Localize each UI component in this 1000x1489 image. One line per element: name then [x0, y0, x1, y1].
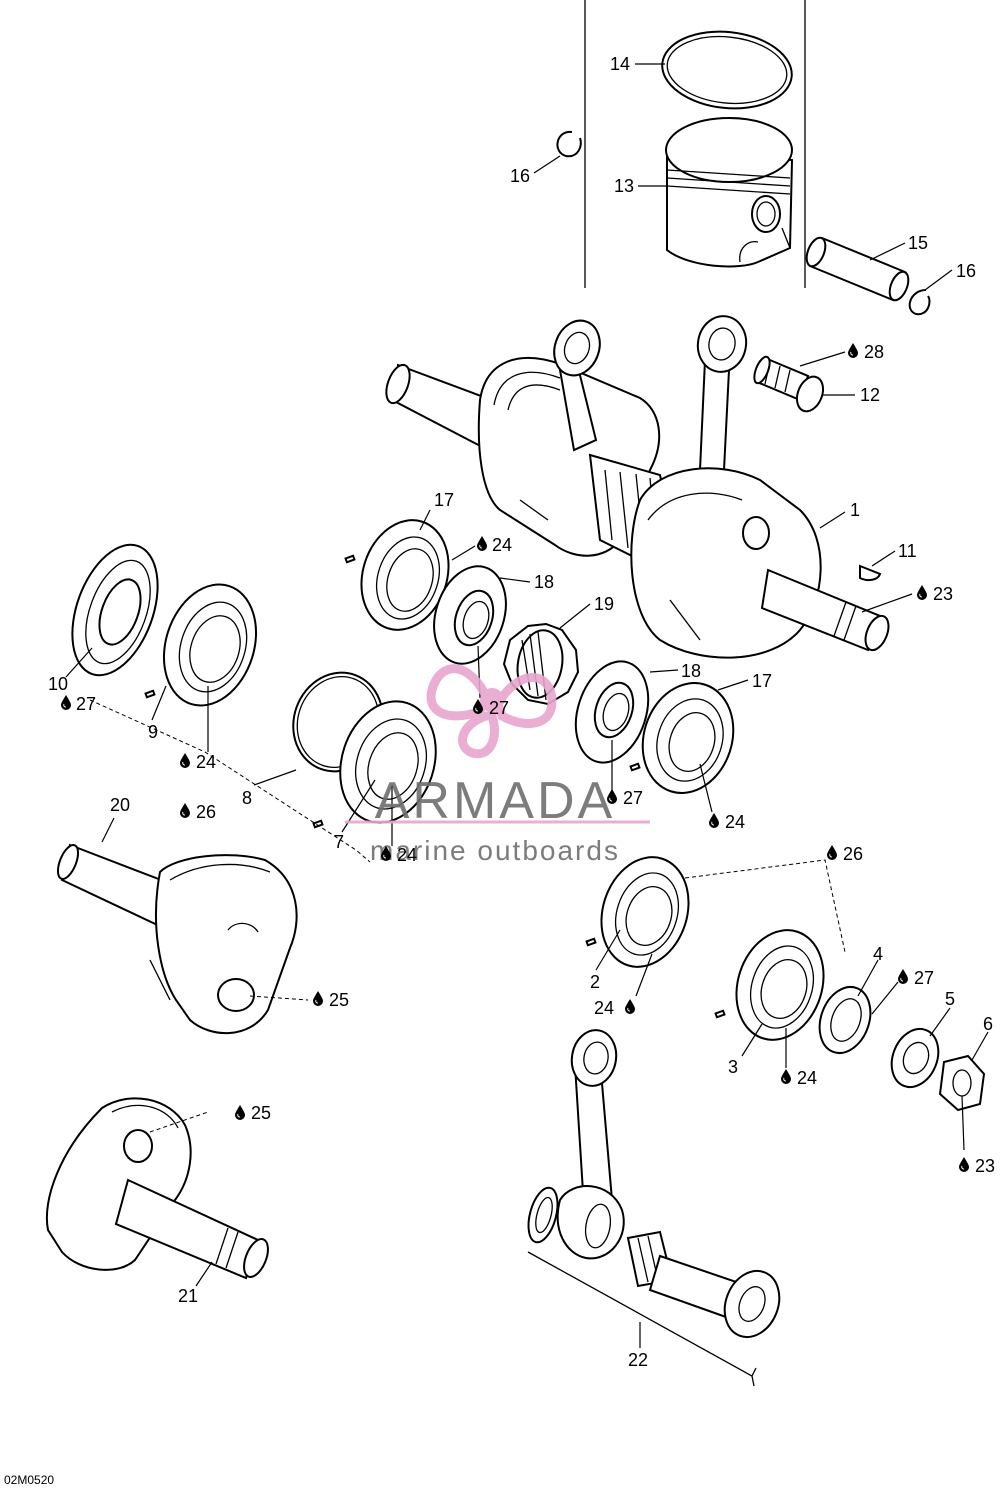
callout-1: 1 — [850, 500, 860, 520]
oil-drop-icon — [847, 342, 859, 359]
callout-6: 6 — [983, 1014, 993, 1034]
crankshaft-assembly — [385, 315, 890, 659]
piston — [665, 117, 794, 268]
propeller-logo-icon — [426, 664, 557, 759]
ball-bearing-lower — [629, 682, 735, 794]
watermark-tagline: marine outboards — [370, 835, 620, 866]
callout-25-a: 25 — [329, 990, 349, 1010]
callout-22: 22 — [628, 1350, 648, 1370]
ball-bearing-upper — [344, 519, 450, 631]
bevel-gear — [502, 622, 580, 706]
crankshaft-mag-half — [45, 1097, 269, 1280]
lock-washer — [890, 1027, 940, 1089]
callout-24-d: 24 — [725, 812, 745, 832]
connecting-rod-kit — [527, 1029, 781, 1387]
crankshaft-pto-half — [56, 843, 298, 1035]
callout-9: 9 — [148, 722, 158, 742]
callout-20: 20 — [110, 795, 130, 815]
figure-code: 02M0520 — [4, 1473, 54, 1487]
callout-5: 5 — [945, 989, 955, 1009]
oil-seal-left — [71, 543, 159, 677]
oil-drop-icon — [234, 1104, 246, 1121]
callout-3: 3 — [728, 1057, 738, 1077]
ball-bearing-left — [144, 583, 258, 707]
ball-bearing-3 — [714, 929, 825, 1041]
callout-28: 28 — [864, 342, 884, 362]
callout-24-a: 24 — [492, 535, 512, 555]
hex-nut — [938, 1054, 986, 1112]
oil-drop-icon — [958, 1156, 970, 1173]
oil-drop-icon — [312, 990, 324, 1007]
callout-23-top: 23 — [933, 584, 953, 604]
callout-16-right: 16 — [956, 261, 976, 281]
callout-15: 15 — [908, 233, 928, 253]
piston-pin — [805, 236, 910, 302]
callout-labels: 14 16 13 15 16 28 12 1 11 23 17 24 18 19… — [48, 54, 995, 1370]
woodruff-key — [859, 564, 882, 582]
callout-10: 10 — [48, 674, 68, 694]
oil-drop-icon — [179, 752, 191, 769]
callout-25-b: 25 — [251, 1103, 271, 1123]
callout-11: 11 — [898, 541, 917, 561]
oil-drop-icon — [179, 802, 191, 819]
oil-drop-icon — [708, 812, 720, 829]
callout-18-upper: 18 — [534, 572, 554, 592]
oil-drop-icon — [60, 694, 72, 711]
callout-4: 4 — [873, 944, 883, 964]
leader-lines — [65, 63, 989, 1348]
callout-27-a: 27 — [76, 694, 96, 714]
callout-8: 8 — [242, 788, 252, 808]
callout-7: 7 — [334, 832, 344, 852]
callout-23-bottom: 23 — [975, 1156, 995, 1176]
piston-ring — [661, 30, 793, 110]
oil-seal-upper — [433, 565, 507, 665]
callout-24-f: 24 — [797, 1068, 817, 1088]
callout-17-lower: 17 — [752, 671, 772, 691]
circlip-right — [908, 289, 931, 316]
callout-18-lower: 18 — [681, 661, 701, 681]
armada-watermark: ARMADA marine outboards — [345, 664, 650, 866]
watermark-brand: ARMADA — [375, 772, 615, 830]
callout-27-c: 27 — [623, 788, 643, 808]
oil-drop-icon — [476, 535, 488, 552]
callout-26-a: 26 — [196, 802, 216, 822]
oil-seal-4 — [818, 986, 872, 1054]
oil-drop-icon — [826, 844, 838, 861]
callout-24-b: 24 — [196, 752, 216, 772]
circlip-left — [556, 130, 582, 158]
callout-27-d: 27 — [914, 968, 934, 988]
oil-drop-icon — [780, 1068, 792, 1085]
callout-19: 19 — [594, 594, 614, 614]
callout-26-b: 26 — [843, 844, 863, 864]
callout-27-b: 27 — [489, 698, 509, 718]
callout-21: 21 — [178, 1286, 198, 1306]
callout-24-c: 24 — [397, 845, 417, 865]
callout-14: 14 — [610, 54, 630, 74]
callout-12: 12 — [860, 385, 880, 405]
callout-2: 2 — [590, 972, 600, 992]
callout-16-left: 16 — [510, 166, 530, 186]
oil-drop-icon — [916, 584, 928, 601]
thrust-washer — [795, 375, 825, 413]
needle-bearing — [753, 355, 810, 402]
oil-drop-icon — [624, 998, 636, 1015]
ball-bearing-2 — [585, 856, 690, 968]
callout-17-upper: 17 — [434, 490, 454, 510]
callout-24-e: 24 — [594, 998, 614, 1018]
oil-seal-lower — [574, 660, 650, 764]
oil-drop-icon — [897, 968, 909, 985]
callout-13: 13 — [614, 176, 634, 196]
